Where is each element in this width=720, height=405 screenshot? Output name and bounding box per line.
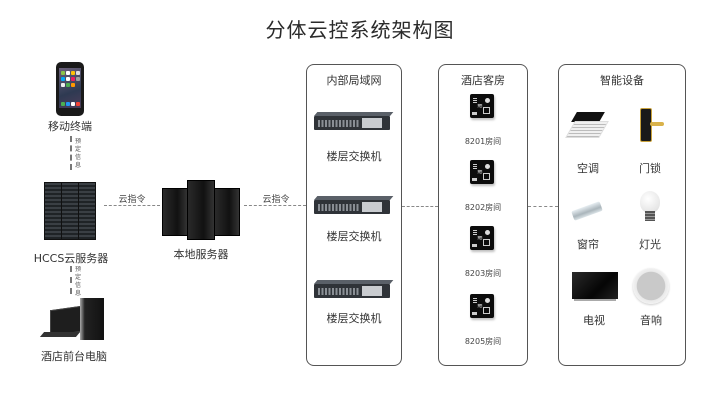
cloud-to-frontdesk-link [70,266,72,294]
device-label-ac: 空调 [577,162,599,175]
devices-panel-title: 智能设备 [600,74,644,87]
room-label: 8203房间 [464,269,502,278]
device-label-speaker: 音响 [640,314,662,327]
local-to-lan-link [244,205,306,206]
lan-to-rooms-link [402,206,438,207]
keyboard-icon [39,332,81,337]
room-label: 8202房间 [464,203,502,212]
device-label-tv: 电视 [583,314,605,327]
diagram-title: 分体云控系统架构图 [265,18,455,42]
room-control-panel-icon: ≋ [470,160,494,184]
rooms-to-devices-link [528,206,558,207]
smartphone-icon [56,62,84,116]
lan-panel-title: 内部局域网 [326,74,382,87]
rack-server-icon [44,178,96,240]
room-control-panel-icon: ≋ [470,294,494,318]
cloud-command-label-1: 云指令 [118,195,146,205]
cloud-server-label: HCCS云服务器 [33,252,109,265]
door-lock-handle-icon [650,122,664,126]
floor-switch-icon [314,200,390,214]
floor-switch-label: 楼层交换机 [326,150,382,163]
speaker-icon [633,268,669,304]
local-server-label: 本地服务器 [173,248,229,261]
light-bulb-icon [640,191,660,213]
room-label: 8205房间 [464,337,502,346]
floor-switch-label: 楼层交换机 [326,312,382,325]
tv-icon [572,272,618,299]
tv-stand-icon [574,299,616,301]
tower-servers-icon [160,180,240,242]
cloud-to-local-link [104,205,160,206]
light-bulb-base-icon [645,211,655,221]
device-label-curtain: 窗帘 [577,238,599,251]
room-label: 8201房间 [464,137,502,146]
room-control-panel-icon: ≋ [470,94,494,118]
front-desk-pc-label: 酒店前台电脑 [41,350,107,363]
cloud-command-label-2: 云指令 [262,195,290,205]
booking-info-note-top: 预定信息 [74,138,81,169]
booking-info-note-bottom: 预定信息 [74,266,81,297]
rooms-panel-title: 酒店客房 [461,74,505,87]
device-label-light: 灯光 [639,238,661,251]
floor-switch-icon [314,116,390,130]
mobile-terminal-label: 移动终端 [48,120,92,133]
floor-switch-icon [314,284,390,298]
desktop-pc-icon [80,298,104,340]
floor-switch-label: 楼层交换机 [326,230,382,243]
mobile-to-cloud-link [70,136,72,170]
room-control-panel-icon: ≋ [470,226,494,250]
device-label-lock: 门锁 [639,162,661,175]
air-conditioner-icon [565,112,609,138]
